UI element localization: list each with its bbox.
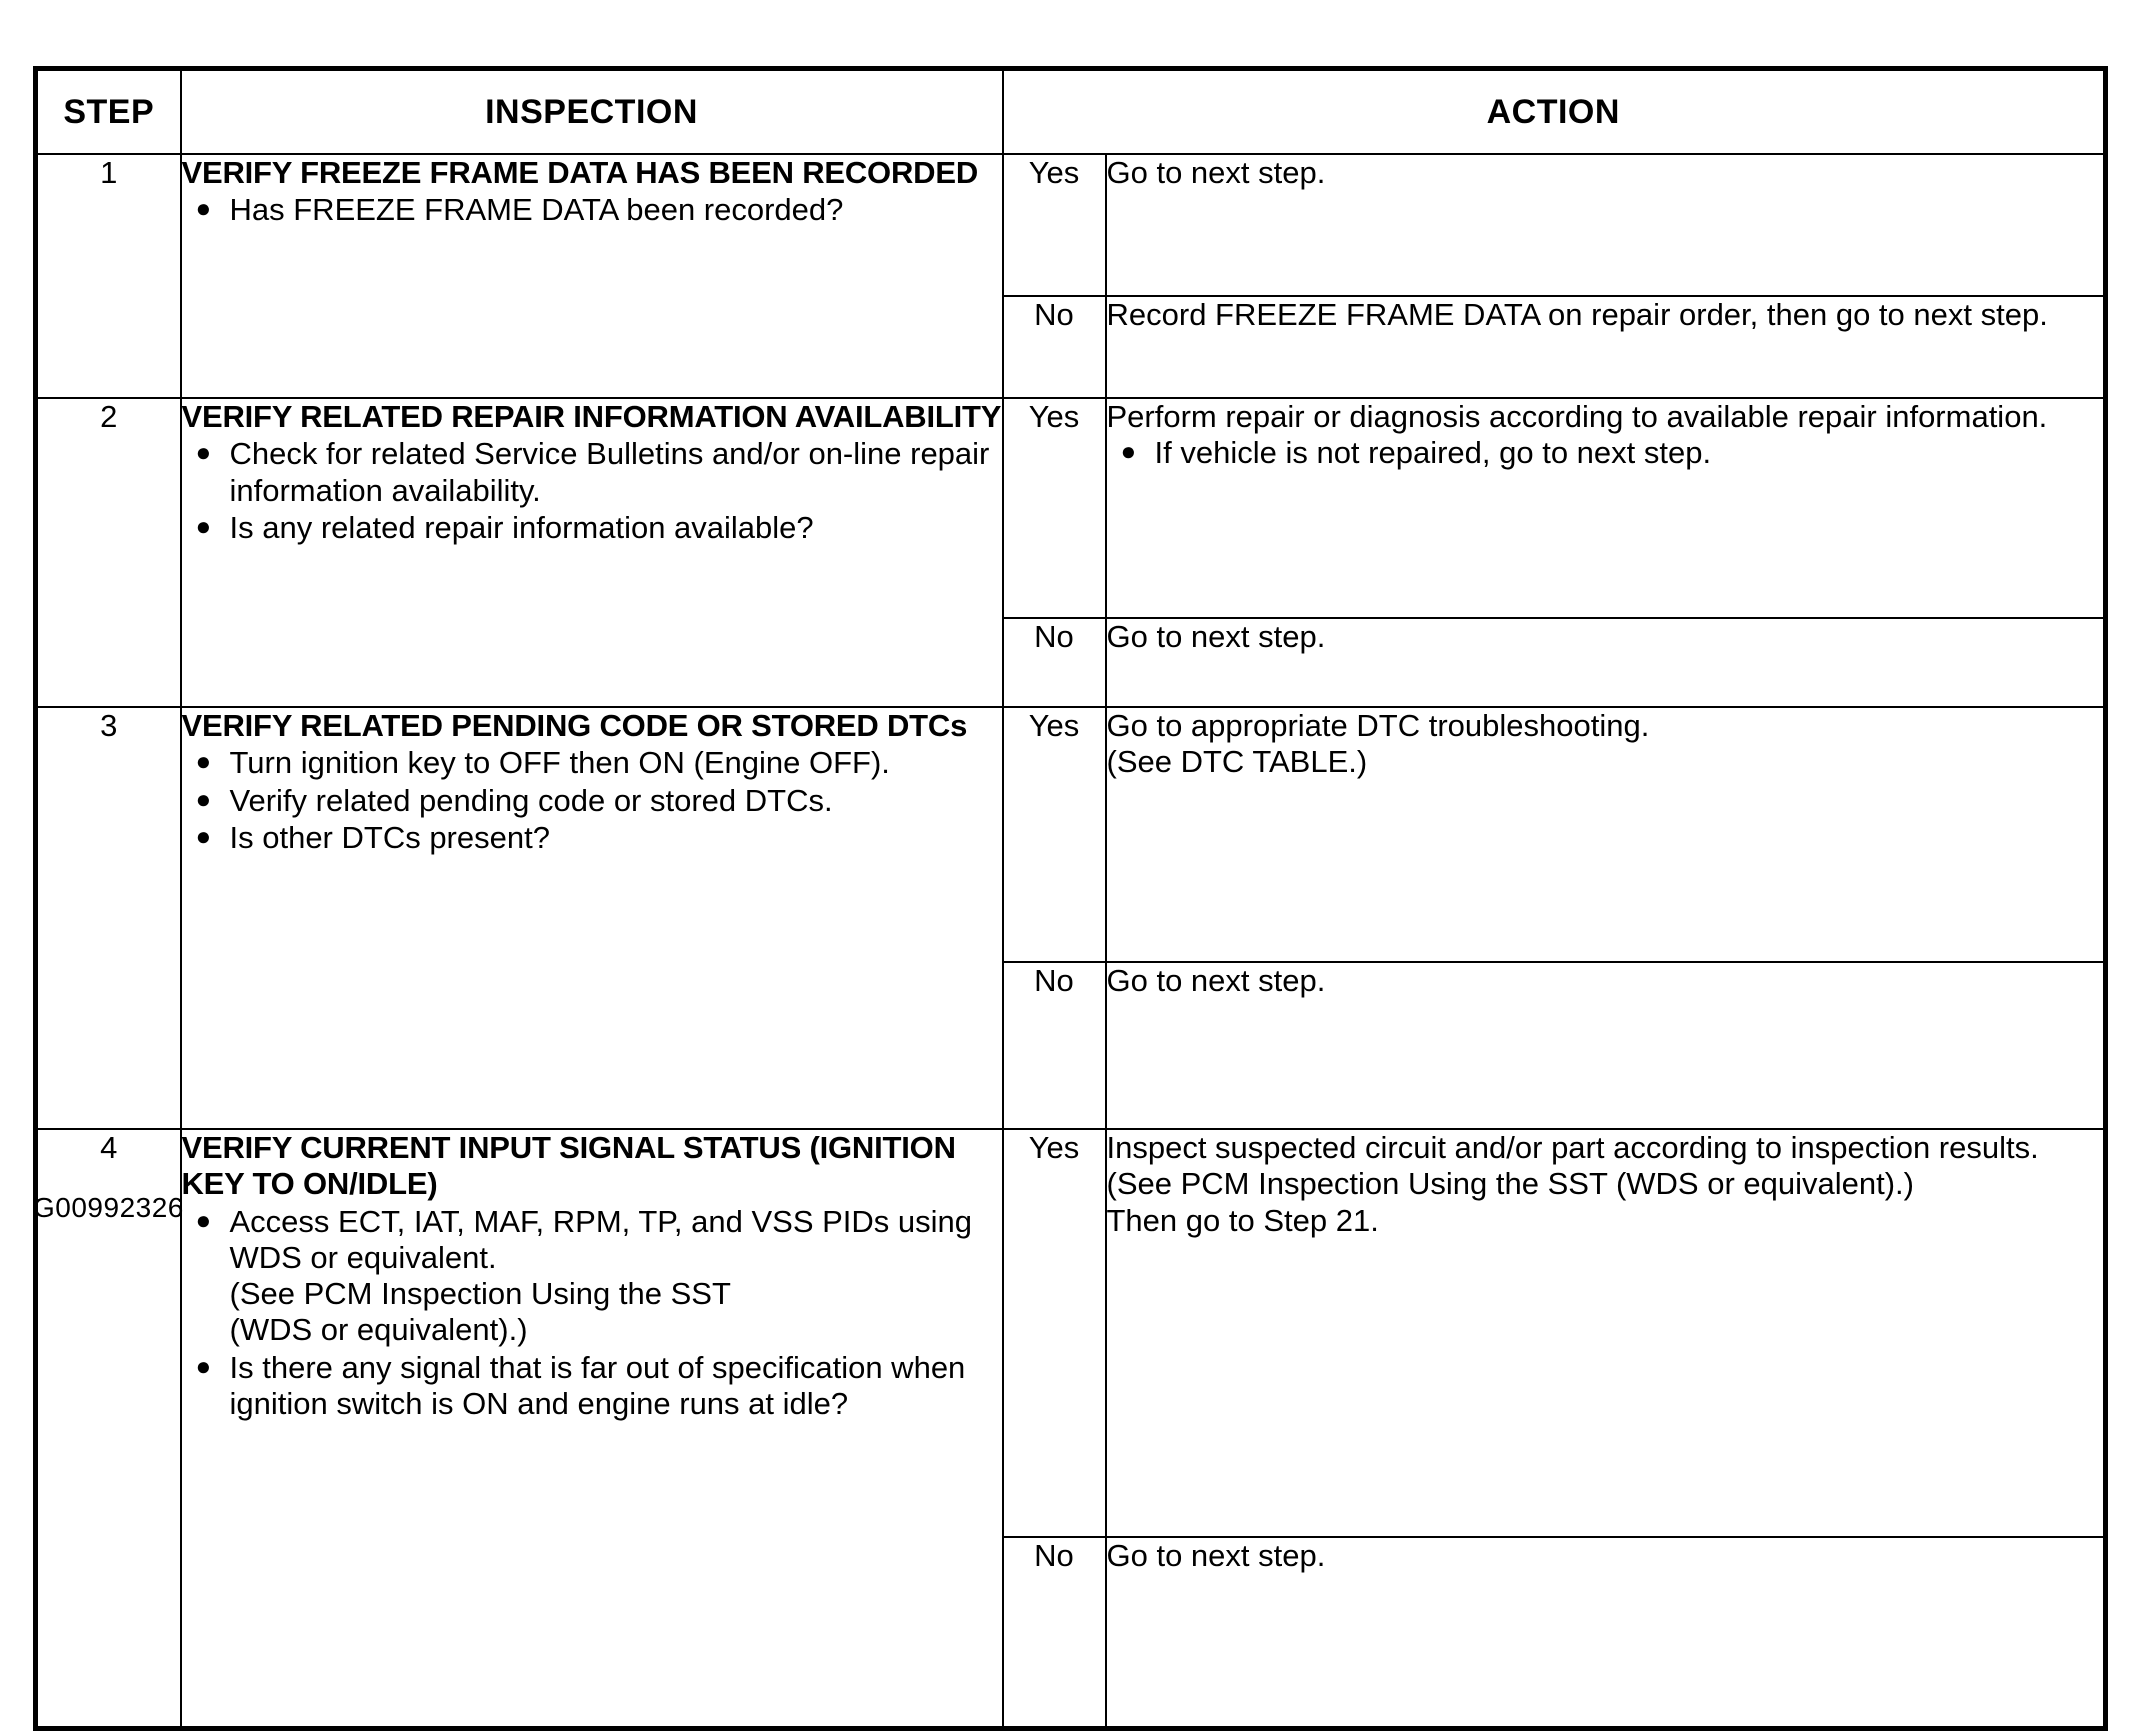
inspection-bullet-list: ● Turn ignition key to OFF then ON (Engi…: [182, 745, 1002, 856]
table-row-secondary: No Go to next step.: [36, 617, 2107, 708]
list-item-text: Access ECT, IAT, MAF, RPM, TP, and VSS P…: [229, 1203, 973, 1275]
action-line: Go to next step.: [1106, 155, 1326, 190]
document-page: STEP INSPECTION ACTION 1 VERIFY FREEZE F…: [33, 66, 2109, 1731]
inspection-cell: VERIFY CURRENT INPUT SIGNAL STATUS (IGNI…: [179, 1128, 1004, 1730]
list-item: ● Access ECT, IAT, MAF, RPM, TP, and VSS…: [182, 1204, 1002, 1349]
action-line: Go to next step.: [1106, 963, 1326, 998]
action-cell-no: Go to next step.: [1104, 961, 2107, 1130]
inspection-bullet-list: ● Has FREEZE FRAME DATA been recorded?: [182, 192, 1002, 228]
table-row: 4 VERIFY CURRENT INPUT SIGNAL STATUS (IG…: [34, 1128, 2107, 1730]
list-item: ● Is there any signal that is far out of…: [182, 1350, 1002, 1423]
header-inspection: INSPECTION: [179, 67, 1004, 155]
list-item-text: Has FREEZE FRAME DATA been recorded?: [229, 192, 844, 228]
figure-id-label: G00992326: [33, 1192, 184, 1223]
answer-yes: Yes: [1001, 153, 1107, 297]
bullet-icon: ●: [195, 1350, 212, 1381]
answer-no: No: [1001, 1536, 1107, 1730]
inspection-cell: VERIFY RELATED PENDING CODE OR STORED DT…: [179, 706, 1004, 1130]
bullet-icon: ●: [195, 820, 212, 851]
bullet-icon: ●: [195, 746, 212, 777]
action-line: Go to next step.: [1106, 1538, 1326, 1573]
table-row: 3 VERIFY RELATED PENDING CODE OR STORED …: [34, 706, 2107, 1130]
bullet-icon: ●: [195, 510, 212, 541]
list-item: ● Verify related pending code or stored …: [182, 783, 1002, 819]
list-item: ● Is other DTCs present?: [182, 820, 1002, 856]
action-line: Go to appropriate DTC troubleshooting.: [1106, 708, 1650, 743]
table-row: 2 VERIFY RELATED REPAIR INFORMATION AVAI…: [34, 397, 2107, 708]
list-item: ● Has FREEZE FRAME DATA been recorded?: [182, 192, 1002, 228]
list-item-text: Verify related pending code or stored DT…: [229, 782, 833, 818]
step-number: 1: [34, 153, 182, 399]
list-item-text: Is other DTCs present?: [229, 819, 550, 855]
inspection-cell: VERIFY RELATED REPAIR INFORMATION AVAILA…: [179, 397, 1004, 708]
table-row-secondary: No Record FREEZE FRAME DATA on repair or…: [36, 295, 2107, 399]
action-line: (See DTC TABLE.): [1106, 744, 1368, 780]
bullet-icon: ●: [195, 193, 212, 224]
bullet-icon: ●: [195, 1204, 212, 1235]
action-cell-yes: Go to next step.: [1104, 153, 2107, 297]
action-line: Then go to Step 21.: [1106, 1202, 1379, 1238]
inspection-title: VERIFY CURRENT INPUT SIGNAL STATUS (IGNI…: [181, 1130, 956, 1202]
list-item-text: Is any related repair information availa…: [229, 509, 814, 545]
action-line: Record FREEZE FRAME DATA on repair order…: [1106, 297, 2048, 332]
inspection-bullet-list: ● Access ECT, IAT, MAF, RPM, TP, and VSS…: [182, 1204, 1002, 1423]
inspection-title: VERIFY FREEZE FRAME DATA HAS BEEN RECORD…: [181, 155, 979, 190]
bullet-icon: ●: [1120, 436, 1137, 467]
answer-no: No: [1001, 617, 1107, 708]
list-item: ● If vehicle is not repaired, go to next…: [1107, 435, 2104, 471]
action-cell-yes: Inspect suspected circuit and/or part ac…: [1104, 1128, 2107, 1538]
list-item-text: If vehicle is not repaired, go to next s…: [1154, 435, 1712, 471]
answer-yes: Yes: [1001, 397, 1107, 619]
bullet-icon: ●: [195, 783, 212, 814]
header-step: STEP: [34, 67, 182, 155]
step-number: 3: [34, 706, 182, 1130]
table-row-secondary: No Go to next step.: [36, 961, 2107, 1130]
inspection-title: VERIFY RELATED PENDING CODE OR STORED DT…: [181, 708, 968, 743]
header-row: STEP INSPECTION ACTION: [34, 67, 2107, 155]
list-item: ● Check for related Service Bulletins an…: [182, 436, 1002, 509]
answer-no: No: [1001, 295, 1107, 399]
table-row: 1 VERIFY FREEZE FRAME DATA HAS BEEN RECO…: [34, 153, 2107, 399]
list-item-text: Is there any signal that is far out of s…: [229, 1349, 966, 1421]
action-cell-yes: Go to appropriate DTC troubleshooting. (…: [1104, 706, 2107, 963]
action-cell-yes: Perform repair or diagnosis according to…: [1104, 397, 2107, 619]
action-line: (See PCM Inspection Using the SST (WDS o…: [1106, 1166, 1914, 1202]
list-item: ● Is any related repair information avai…: [182, 510, 1002, 546]
diagnostic-procedure-table: STEP INSPECTION ACTION 1 VERIFY FREEZE F…: [33, 66, 2109, 1731]
answer-yes: Yes: [1001, 1128, 1107, 1538]
inspection-title: VERIFY RELATED REPAIR INFORMATION AVAILA…: [181, 399, 1002, 434]
action-cell-no: Record FREEZE FRAME DATA on repair order…: [1104, 295, 2107, 399]
list-item: ● Turn ignition key to OFF then ON (Engi…: [182, 745, 1002, 781]
list-item-text: Check for related Service Bulletins and/…: [229, 436, 990, 508]
inspection-cell: VERIFY FREEZE FRAME DATA HAS BEEN RECORD…: [179, 153, 1004, 399]
action-cell-no: Go to next step.: [1104, 617, 2107, 708]
action-cell-no: Go to next step.: [1104, 1536, 2107, 1730]
list-item-subline: (See PCM Inspection Using the SST: [229, 1276, 731, 1312]
action-line: Inspect suspected circuit and/or part ac…: [1106, 1130, 2039, 1165]
table-body: 1 VERIFY FREEZE FRAME DATA HAS BEEN RECO…: [34, 153, 2107, 1730]
inspection-bullet-list: ● Check for related Service Bulletins an…: [182, 436, 1002, 546]
step-number: 2: [34, 397, 182, 708]
table-header: STEP INSPECTION ACTION: [34, 67, 2107, 155]
action-line: Perform repair or diagnosis according to…: [1106, 399, 2048, 434]
answer-no: No: [1001, 961, 1107, 1130]
action-bullet-list: ● If vehicle is not repaired, go to next…: [1107, 435, 2104, 471]
answer-yes: Yes: [1001, 706, 1107, 963]
header-action: ACTION: [1001, 67, 2107, 155]
list-item-subline: (WDS or equivalent).): [229, 1312, 528, 1348]
action-line: Go to next step.: [1106, 619, 1326, 654]
list-item-text: Turn ignition key to OFF then ON (Engine…: [229, 745, 890, 781]
bullet-icon: ●: [195, 437, 212, 468]
